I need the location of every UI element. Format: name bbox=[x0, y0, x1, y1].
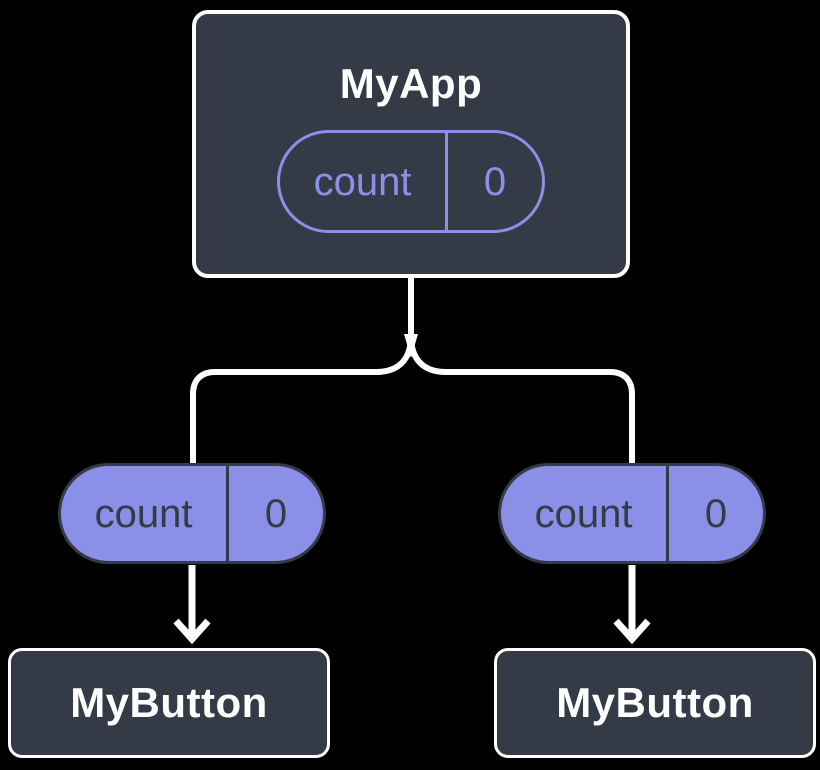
component-title: MyButton bbox=[556, 678, 754, 726]
child-component-box: MyButton bbox=[494, 648, 816, 758]
prop-pill: count 0 bbox=[58, 463, 326, 564]
pill-divider bbox=[445, 133, 449, 231]
prop-value: 0 bbox=[264, 491, 288, 536]
component-title: MyApp bbox=[339, 60, 483, 107]
arrow-down-icon bbox=[173, 565, 211, 645]
branch-fork-tip bbox=[404, 334, 418, 358]
pill-divider bbox=[666, 466, 670, 561]
state-value: 0 bbox=[483, 159, 507, 204]
prop-value: 0 bbox=[704, 491, 728, 536]
prop-label: count bbox=[94, 491, 193, 536]
pill-divider bbox=[226, 466, 230, 561]
component-title: MyButton bbox=[70, 678, 268, 726]
arrow-down-icon bbox=[613, 565, 651, 645]
branch-line-right bbox=[408, 277, 635, 465]
state-label: count bbox=[313, 159, 412, 204]
child-component-box: MyButton bbox=[8, 648, 330, 758]
root-component-box: MyApp count 0 bbox=[192, 10, 630, 278]
state-pill: count 0 bbox=[277, 130, 545, 234]
prop-label: count bbox=[534, 491, 633, 536]
branch-line-left bbox=[190, 277, 414, 465]
prop-pill: count 0 bbox=[498, 463, 766, 564]
